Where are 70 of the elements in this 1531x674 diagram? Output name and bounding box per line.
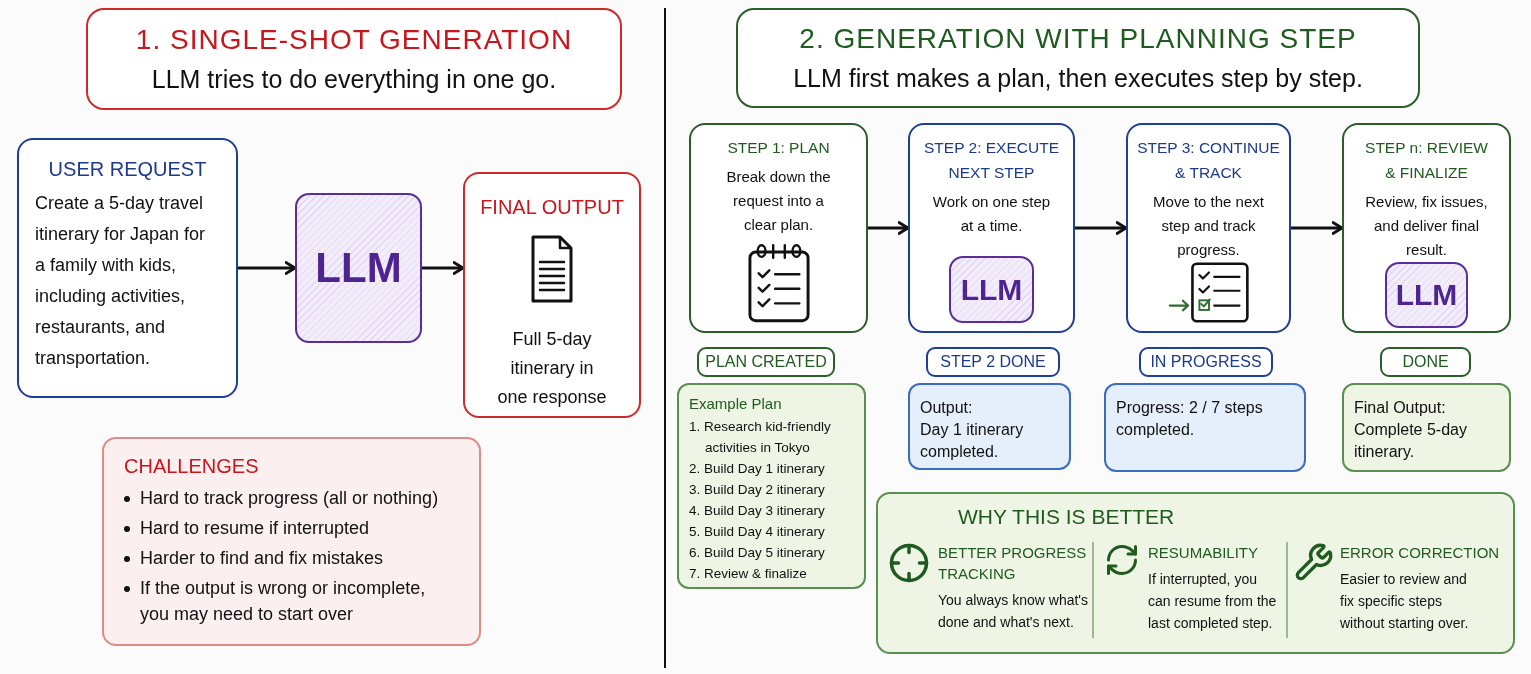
llm-box	[295, 193, 422, 343]
status-card	[908, 383, 1071, 470]
status-badge: STEP 2 DONE	[926, 347, 1060, 377]
challenge-text: Harder to find and fix mistakes	[140, 547, 385, 570]
step-text: Review, fix issues, and deliver final result.	[1364, 192, 1489, 260]
plan-step: 6. Build Day 5 itinerary	[689, 542, 860, 563]
status-badge: PLAN CREATED	[697, 347, 835, 377]
llm-label: LLM	[1395, 278, 1458, 312]
panel-heading: WHY THIS IS BETTER	[957, 504, 1176, 530]
plan-step: 4. Build Day 3 itinerary	[689, 500, 860, 521]
status-badge: DONE	[1380, 347, 1471, 377]
step-text: Work on one step at a time.	[931, 192, 1052, 236]
step-text: Move to the next step and track progress.	[1152, 192, 1265, 260]
status-badge: IN PROGRESS	[1139, 347, 1273, 377]
step-text: Break down the request into a clear plan.	[725, 167, 832, 235]
plan-heading: Example Plan	[689, 394, 783, 414]
benefit-heading: BETTER PROGRESS TRACKING	[938, 543, 1088, 584]
arrow	[236, 261, 297, 275]
plan-step: 7. Review & finalize	[689, 563, 860, 584]
panel-heading: CHALLENGES	[124, 454, 260, 479]
step-card	[689, 123, 868, 333]
status-text: Output:	[920, 398, 974, 418]
llm-box	[1385, 262, 1468, 328]
output-text: Full 5-day itinerary in one response	[496, 328, 608, 409]
plan-step: 1. Research kid-friendly activities in Tokyo	[689, 416, 860, 458]
request-card	[17, 138, 238, 398]
step-card	[908, 123, 1075, 333]
status-text: Progress: 2 / 7 steps completed.	[1116, 398, 1264, 440]
challenge-text: If the output is wrong or incomplete, you may need to start over	[140, 577, 427, 626]
step-heading: STEP n: REVIEW & FINALIZE	[1364, 138, 1489, 183]
step-heading: STEP 1: PLAN	[726, 138, 831, 158]
step-card	[1126, 123, 1291, 333]
arrow	[420, 261, 465, 275]
title-panel	[736, 8, 1420, 108]
request-text: Create a 5-day travel itinerary for Japan for a family with kids, including activities, restaurants, and transportation.	[35, 192, 207, 370]
llm-box	[949, 256, 1034, 323]
status-card	[1104, 383, 1306, 472]
card-heading: FINAL OUTPUT	[480, 195, 624, 220]
plan-card	[677, 383, 866, 589]
arrow	[1289, 221, 1344, 235]
title-panel	[86, 8, 622, 110]
benefit-heading: ERROR CORRECTION	[1340, 543, 1500, 563]
output-card	[463, 172, 641, 418]
plan-step: 2. Build Day 1 itinerary	[689, 458, 860, 479]
section-subtitle: LLM first makes a plan, then executes step by step.	[793, 63, 1363, 93]
arrow	[1073, 221, 1128, 235]
section-title: 2. GENERATION WITH PLANNING STEP	[799, 23, 1357, 55]
status-text: Day 1 itinerary completed.	[920, 420, 1025, 462]
step-heading: STEP 2: EXECUTE NEXT STEP	[923, 138, 1060, 183]
challenges-panel	[102, 437, 481, 646]
benefit-text: Easier to review and fix specific steps without starting over.	[1340, 570, 1470, 633]
status-text: Complete 5-day itinerary.	[1354, 420, 1468, 462]
plan-step: 5. Build Day 4 itinerary	[689, 521, 860, 542]
llm-label: LLM	[315, 244, 402, 292]
status-text: Final Output:	[1354, 398, 1447, 418]
challenge-text: Hard to track progress (all or nothing)	[140, 487, 440, 510]
arrow	[866, 221, 910, 235]
status-card	[1342, 383, 1511, 472]
benefits-panel	[876, 492, 1515, 654]
benefit-text: You always know what's done and what's next.	[938, 591, 1089, 632]
section-title: 1. SINGLE-SHOT GENERATION	[135, 24, 573, 56]
benefit-heading: RESUMABILITY	[1148, 543, 1260, 563]
llm-label: LLM	[960, 272, 1023, 307]
challenge-text: Hard to resume if interrupted	[140, 517, 371, 540]
plan-step: 3. Build Day 2 itinerary	[689, 479, 860, 500]
step-heading: STEP 3: CONTINUE & TRACK	[1136, 138, 1281, 183]
card-heading: USER REQUEST	[47, 157, 208, 182]
section-subtitle: LLM tries to do everything in one go.	[151, 64, 557, 94]
step-card	[1342, 123, 1511, 333]
benefit-text: If interrupted, you can resume from the last completed step.	[1148, 570, 1278, 633]
